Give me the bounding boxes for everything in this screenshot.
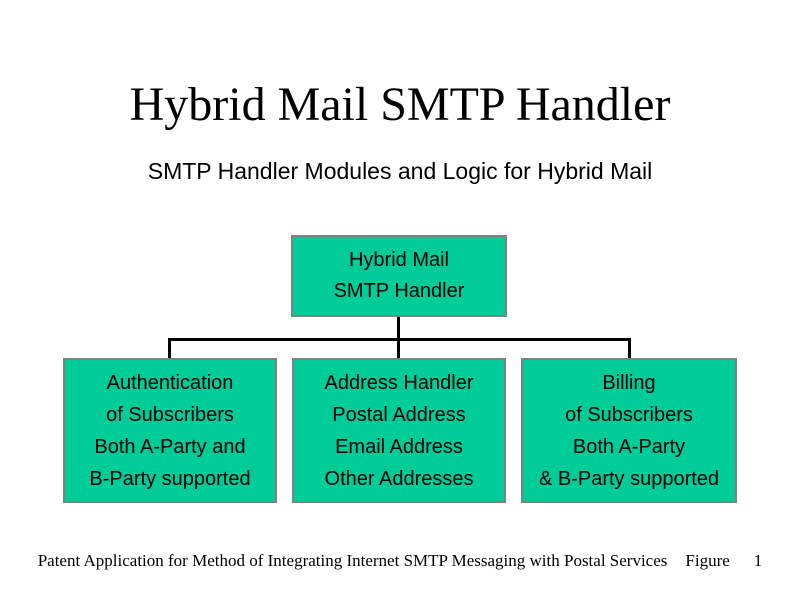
node-text-line: Hybrid Mail: [348, 249, 450, 271]
node-authentication: Authentication of Subscribers Both A-Par…: [63, 358, 277, 503]
node-text-line: Authentication: [106, 371, 234, 394]
node-text-line: Postal Address: [332, 403, 466, 426]
footer-text: Patent Application for Method of Integra…: [37, 551, 668, 570]
node-text-line: Billing: [602, 371, 656, 394]
connector-trunk: [397, 317, 400, 358]
slide-subtitle: SMTP Handler Modules and Logic for Hybri…: [147, 158, 653, 184]
node-text-line: Both A-Party: [572, 435, 686, 458]
connector-drop-right: [628, 338, 631, 358]
footer: Patent Application for Method of Integra…: [0, 551, 800, 571]
node-text-line: Both A-Party and: [94, 435, 246, 458]
slide-title: Hybrid Mail SMTP Handler: [129, 78, 671, 131]
node-text-line: B-Party supported: [89, 467, 251, 490]
node-text-line: Other Addresses: [324, 467, 474, 490]
node-billing: Billing of Subscribers Both A-Party & B-…: [521, 358, 737, 503]
node-text-line: Address Handler: [324, 371, 474, 394]
node-text-line: of Subscribers: [565, 403, 693, 426]
node-text-line: Email Address: [335, 435, 463, 458]
footer-figure-number: 1: [753, 551, 763, 570]
node-hybrid-mail-smtp-handler: Hybrid Mail SMTP Handler: [291, 235, 507, 317]
node-text-line: & B-Party supported: [538, 467, 720, 490]
footer-figure-label: Figure: [685, 551, 730, 570]
node-text-line: SMTP Handler: [333, 280, 465, 302]
connector-horizontal: [168, 338, 631, 341]
connector-drop-left: [168, 338, 171, 358]
node-text-line: of Subscribers: [106, 403, 234, 426]
node-address-handler: Address Handler Postal Address Email Add…: [292, 358, 506, 503]
